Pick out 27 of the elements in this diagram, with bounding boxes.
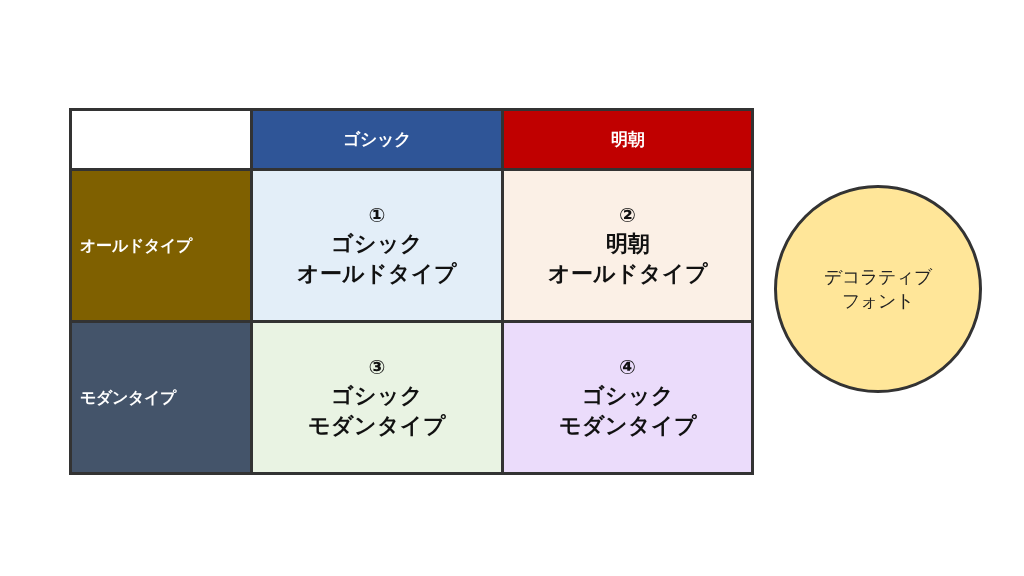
circled-number: ④ xyxy=(619,354,636,382)
cell-text: モダンタイプ xyxy=(308,412,446,440)
row-header-cell xyxy=(69,168,253,323)
table-cell xyxy=(250,320,504,475)
table-cell xyxy=(501,168,754,323)
circle-text: フォント xyxy=(842,289,914,313)
cell-text: ゴシック xyxy=(331,382,423,411)
cell-text: オールドタイプ xyxy=(547,260,708,288)
row-header-text: オールドタイプ xyxy=(80,234,192,257)
cell-text: ゴシック xyxy=(331,230,423,259)
header-text: ゴシック xyxy=(343,128,411,151)
circled-number: ② xyxy=(619,202,636,230)
header-cell xyxy=(501,108,754,171)
table-cell xyxy=(69,108,253,171)
cell-text: モダンタイプ xyxy=(558,412,697,440)
circled-number: ③ xyxy=(368,354,386,382)
header-text: 明朝 xyxy=(610,128,645,151)
table-cell xyxy=(250,168,504,323)
row-header-cell xyxy=(69,320,253,475)
header-cell xyxy=(250,108,504,171)
table-cell xyxy=(501,320,754,475)
circle-text: デコラティブ xyxy=(824,264,932,289)
row-header-text: モダンタイプ xyxy=(80,386,176,409)
circled-number: ① xyxy=(368,202,386,230)
cell-text: ゴシック xyxy=(581,382,674,411)
cell-text: 明朝 xyxy=(605,230,650,259)
cell-text: オールドタイプ xyxy=(297,260,457,288)
